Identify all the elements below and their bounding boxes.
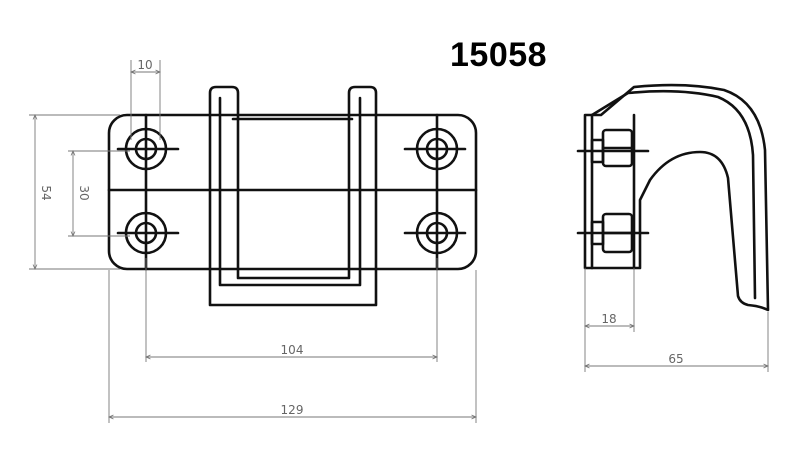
- bolt-hole-top-right: [403, 127, 467, 171]
- bolt-side-bottom: [576, 212, 650, 254]
- dimension-label-104: 104: [281, 343, 304, 357]
- bolt-hole-bottom-left: [116, 211, 180, 255]
- dimension-label-54: 54: [39, 185, 53, 200]
- dimension-hole-offset: 10: [131, 58, 160, 140]
- dimension-overall-width: 129: [109, 270, 476, 423]
- dimension-hole-spacing-vertical: 30: [68, 151, 130, 236]
- front-view: 10 54 30 104: [29, 58, 478, 423]
- dimension-label-10: 10: [137, 58, 152, 72]
- bolt-side-top: [576, 128, 650, 168]
- dimension-label-18: 18: [601, 312, 616, 326]
- hook-profile-outer: [583, 83, 770, 312]
- dimension-hole-spacing-horizontal: 104: [146, 258, 437, 362]
- dimension-label-30: 30: [77, 185, 91, 200]
- dimension-overall-height: 54: [29, 115, 120, 269]
- dimension-base-depth: 18: [585, 268, 634, 332]
- bolt-hole-bottom-right: [403, 211, 467, 255]
- side-view: 18 65: [576, 83, 770, 372]
- bolt-hole-top-left: [116, 127, 180, 171]
- dimension-label-129: 129: [281, 403, 304, 417]
- part-number-title: 15058: [450, 36, 548, 74]
- hook-u-outer: [208, 85, 378, 307]
- base-plate-outline: [107, 113, 478, 271]
- dimension-overall-depth: 65: [585, 312, 768, 372]
- dimension-label-65: 65: [668, 352, 683, 366]
- hook-profile-inner: [590, 89, 757, 300]
- hook-u-inner: [218, 96, 362, 287]
